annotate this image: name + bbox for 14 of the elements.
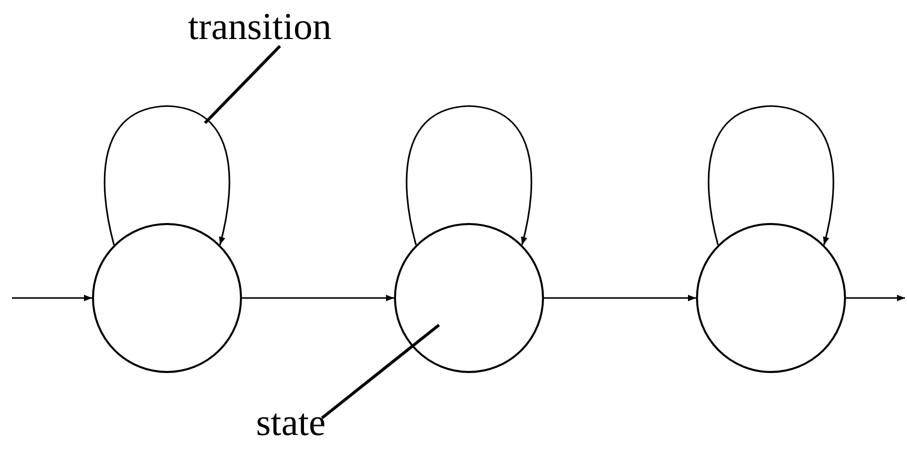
- leader-line: [204, 44, 282, 124]
- arrow: [242, 294, 394, 302]
- self-loop-arrow: [708, 105, 834, 246]
- leader-line: [321, 324, 440, 420]
- self-loop-arrow: [104, 105, 230, 246]
- arrow: [544, 294, 696, 302]
- callout-label: state: [256, 404, 326, 442]
- callout-label: transition: [188, 8, 332, 46]
- self-loop-arrow: [406, 105, 532, 246]
- state-circle: [92, 223, 242, 373]
- state-circle: [394, 223, 544, 373]
- arrow: [12, 294, 92, 302]
- state-circle: [696, 223, 846, 373]
- arrow: [846, 294, 905, 302]
